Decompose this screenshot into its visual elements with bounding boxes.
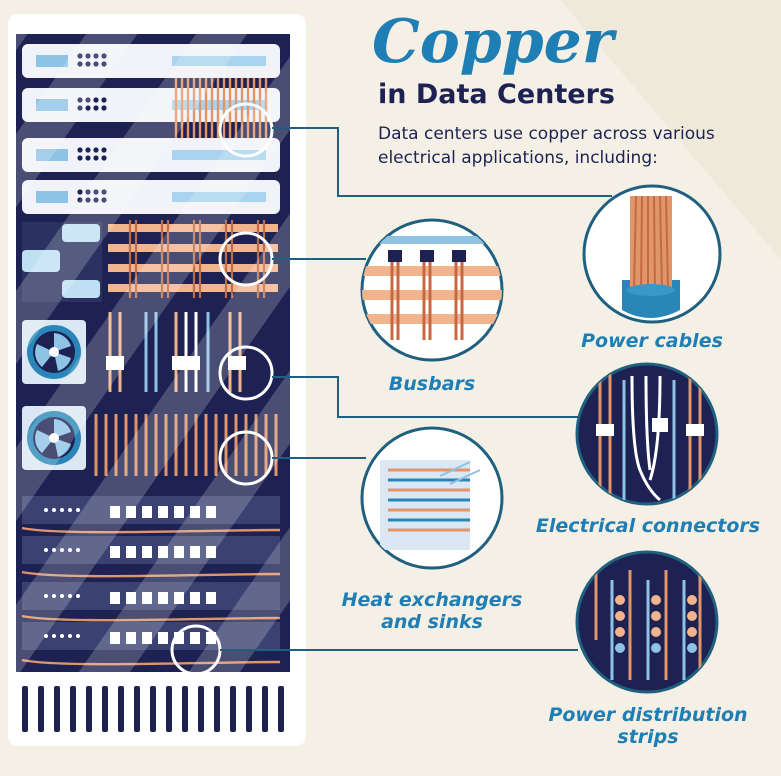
intro-text-line-1: Data centers use copper across various — [378, 124, 715, 144]
leader-lines — [220, 127, 612, 651]
callout-busbars — [360, 218, 504, 362]
rack-vents — [22, 686, 284, 732]
label-heat-exchangers-1: Heat exchangers — [342, 589, 523, 611]
label-power-cables: Power cables — [581, 330, 723, 352]
page-subtitle: in Data Centers — [378, 79, 615, 110]
label-electrical-connectors: Electrical connectors — [536, 515, 760, 537]
callout-power-distribution — [575, 550, 719, 694]
page-title: Copper — [372, 7, 618, 77]
rack-contents — [16, 34, 290, 672]
callout-electrical-connectors — [575, 362, 719, 506]
label-power-distribution-2: strips — [617, 726, 678, 748]
callout-heat-exchangers — [360, 426, 504, 570]
intro-text-line-2: electrical applications, including: — [378, 148, 658, 168]
callout-power-cables — [582, 184, 722, 324]
label-busbars: Busbars — [389, 373, 475, 395]
label-heat-exchangers-2: and sinks — [381, 611, 483, 633]
label-power-distribution-1: Power distribution — [548, 704, 747, 726]
